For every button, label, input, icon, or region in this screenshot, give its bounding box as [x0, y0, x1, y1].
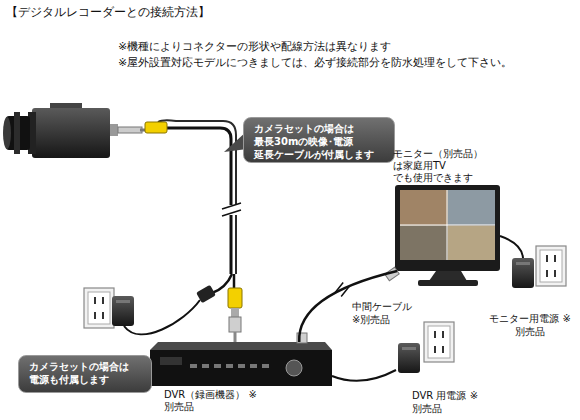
device-box: DVR（録画機器） ※別売品 — [150, 342, 332, 386]
cable — [167, 128, 231, 274]
diagram-title: 【デジタルレコーダーとの接続方法】 — [6, 5, 306, 20]
lens-ring — [14, 112, 20, 154]
rca-plug — [228, 288, 242, 308]
bnc-connector — [231, 308, 239, 317]
node-text: カメラセットの場合は 最長30mの映像･電源 延長ケーブルが付属します — [254, 122, 388, 161]
node-text: DVR（録画機器） ※別売品 — [164, 389, 264, 413]
break-mark — [222, 203, 241, 216]
monitor-base — [418, 280, 478, 286]
screen-view — [448, 190, 495, 225]
wall-outlet — [536, 246, 566, 286]
device-box: モニター（別売品）は家庭用TV でも使用できます — [395, 185, 500, 271]
camera-power — [84, 288, 200, 334]
dvr-button — [250, 364, 257, 368]
part-label: モニター用電源 ※別売品 — [488, 313, 572, 338]
cable — [234, 332, 237, 343]
dvr-front — [150, 350, 332, 386]
cable — [500, 236, 523, 258]
bnc-connector — [118, 127, 142, 133]
lens-glass — [3, 117, 11, 149]
dvr-button — [202, 364, 209, 368]
camera-illustration — [3, 103, 142, 158]
wall-outlet — [84, 288, 114, 328]
cable — [332, 370, 396, 381]
cable — [124, 300, 200, 334]
power-adapter — [512, 258, 534, 288]
monitor-screen — [400, 190, 495, 260]
screen-view — [400, 190, 447, 225]
screen-view — [448, 226, 495, 260]
dvr-button — [238, 364, 245, 368]
break-mark — [335, 283, 349, 297]
part-label: DVR 用電源 ※別売品 — [412, 390, 482, 415]
note-text: ※機種によりコネクターの形状や配線方法は異なります — [118, 40, 568, 54]
dvr-button — [262, 364, 269, 368]
callout-box: カメラセットの場合は 最長30mの映像･電源 延長ケーブルが付属します — [243, 117, 395, 163]
bnc-connector — [229, 317, 241, 332]
bnc-connector — [297, 333, 307, 343]
dvr-illustration — [150, 322, 454, 386]
dvr-button — [214, 364, 221, 368]
rca-plug — [145, 122, 167, 133]
node-text: モニター（別売品）は家庭用TV でも使用できます — [393, 148, 517, 184]
bnc-connector — [110, 124, 118, 136]
camera-body — [32, 108, 110, 158]
power-adapter — [398, 343, 420, 373]
monitor-frame — [395, 185, 500, 271]
edge-label: 中間ケーブル ※別売品 — [352, 300, 422, 326]
power-adapter — [112, 296, 134, 326]
cable — [158, 120, 236, 274]
monitor-stand — [429, 271, 467, 281]
note-text: ※屋外設置対応モデルにつきましては、必ず接続部分を防水処理をして下さい。 — [118, 56, 578, 70]
dvr-button — [226, 364, 233, 368]
monitor-illustration — [395, 185, 566, 288]
callout-box: カメラセットの場合は 電源も付属します — [18, 355, 152, 393]
dvr-display — [160, 357, 182, 365]
dvr-dial — [286, 360, 302, 376]
screen-grid — [400, 190, 495, 260]
bnc-connector — [385, 267, 399, 280]
node-text: カメラセットの場合は 電源も付属します — [29, 360, 145, 386]
wall-outlet — [424, 322, 454, 362]
screen-view — [400, 226, 447, 260]
dvr-button — [190, 364, 197, 368]
